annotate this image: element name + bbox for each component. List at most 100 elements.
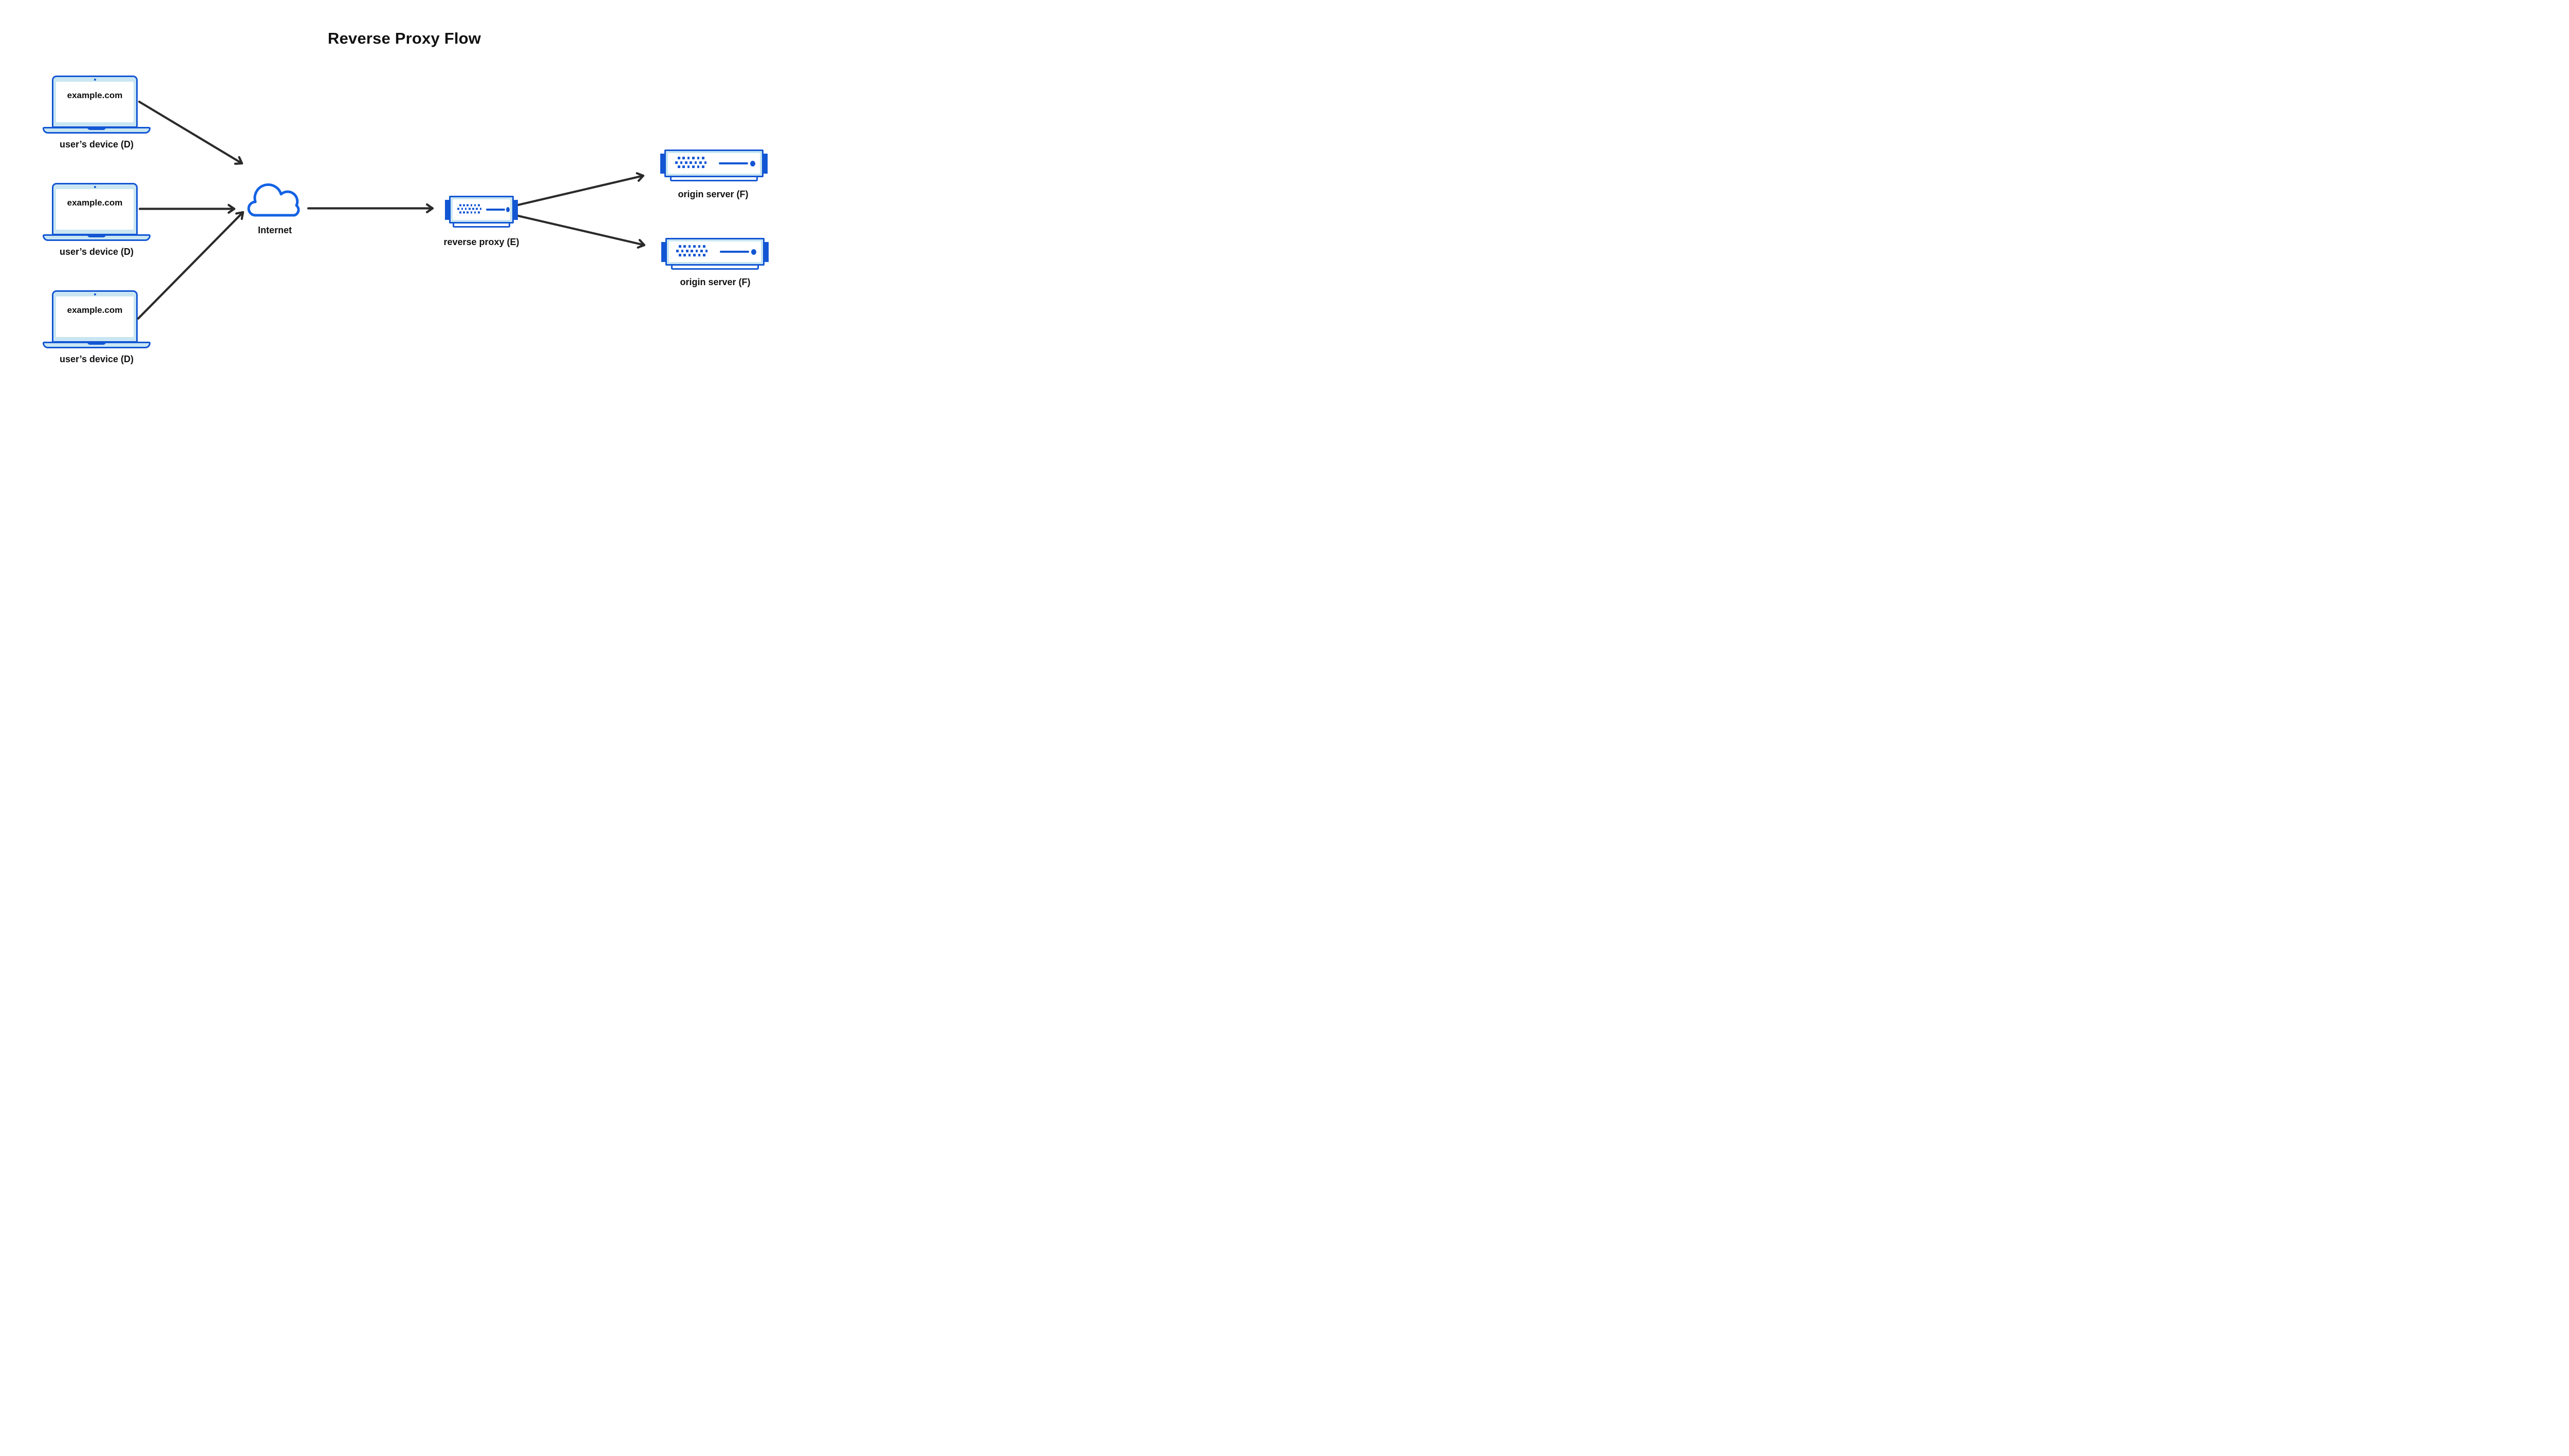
server-tab [445,200,449,220]
vent-dot [704,161,707,164]
device-label: user’s device (D) [59,247,134,257]
vent-dot [457,208,459,210]
vent-dot [676,249,679,252]
server-vents [676,245,710,258]
server-face [669,241,761,262]
vent-dot [688,254,691,257]
vent-dot [463,204,465,207]
vent-dot [474,204,476,207]
vent-dot [685,161,687,164]
vent-dot [693,245,696,248]
vent-dot-row [459,204,483,207]
device-screen-text: example.com [67,305,123,315]
vent-dot [705,249,708,252]
vent-dot [682,157,685,160]
camera-icon [94,186,96,188]
laptop-display: example.com [56,82,134,122]
vent-dot-row [457,208,483,210]
vent-dot [697,157,700,160]
server-tab [660,154,664,174]
camera-icon [94,293,96,295]
vent-dot [701,157,704,160]
server-body [665,238,765,266]
laptop-display: example.com [56,296,134,337]
vent-dot [680,161,683,164]
vent-dot [477,211,480,214]
vent-dot [698,245,701,248]
server-tab [661,242,665,262]
server-body [449,196,514,223]
vent-dot [678,165,680,169]
vent-dot [675,161,678,164]
vent-dot [702,245,705,248]
internet-label: Internet [257,225,292,235]
cloud-icon [247,183,300,217]
vent-dot [467,211,469,214]
vent-dot-row [676,249,710,252]
vent-dot [476,208,478,210]
laptop-notch [87,127,106,130]
vent-dot [692,165,695,169]
proxy-label: reverse proxy (E) [443,237,519,247]
vent-dot-row [678,157,709,160]
vent-dot [681,249,684,252]
server-body [664,150,764,177]
vent-dot [692,157,695,160]
vent-dot [700,249,703,252]
vent-dot [695,249,698,252]
arrow-icon [516,172,645,207]
device-label: user’s device (D) [59,354,134,364]
server-led [750,160,755,166]
vent-dot [678,157,680,160]
laptop-notch [87,342,106,345]
vent-dot [463,211,465,214]
vent-dot [470,204,473,207]
vent-dot [459,204,461,207]
vent-dot [470,211,473,214]
vent-dot [683,245,686,248]
origin-label: origin server (F) [678,189,749,199]
server-icon [661,238,769,270]
vent-dot-row [675,161,709,164]
laptop-icon: example.com [43,183,151,241]
server-icon [660,150,768,181]
server-vents [457,204,483,215]
vent-dot [474,211,476,214]
vent-dot [687,157,690,160]
server-led [751,249,756,255]
vent-dot [467,204,469,207]
vent-dot [464,208,467,210]
vent-dot [697,165,700,169]
diagram-canvas: Reverse Proxy Flow example.com user’s de… [0,0,809,404]
vent-dot [687,165,690,169]
vent-dot [686,249,688,252]
vent-dot-row [459,211,483,214]
vent-dot [459,211,461,214]
laptop-notch [87,234,106,237]
vent-dot [468,208,471,210]
laptop-screen: example.com [52,183,138,235]
device-screen-text: example.com [67,90,123,100]
vent-dot [679,245,681,248]
laptop-screen: example.com [52,290,138,343]
device-label: user’s device (D) [59,139,134,150]
vent-dot-row [679,254,710,257]
vent-dot [682,165,685,169]
diagram-title: Reverse Proxy Flow [327,29,481,47]
laptop-screen: example.com [52,76,138,128]
vent-dot-row [678,165,709,169]
vent-dot [693,254,696,257]
vent-dot [472,208,474,210]
server-tab [514,200,518,220]
vent-dot [699,161,702,164]
vent-dot [698,254,701,257]
vent-dot [461,208,463,210]
device-screen-text: example.com [67,198,123,208]
arrow-icon [138,100,244,165]
vent-dot-row [679,245,710,248]
server-slot [719,162,748,164]
server-face [668,153,760,174]
laptop-icon: example.com [43,76,151,134]
vent-dot [694,161,697,164]
server-face [453,199,510,220]
